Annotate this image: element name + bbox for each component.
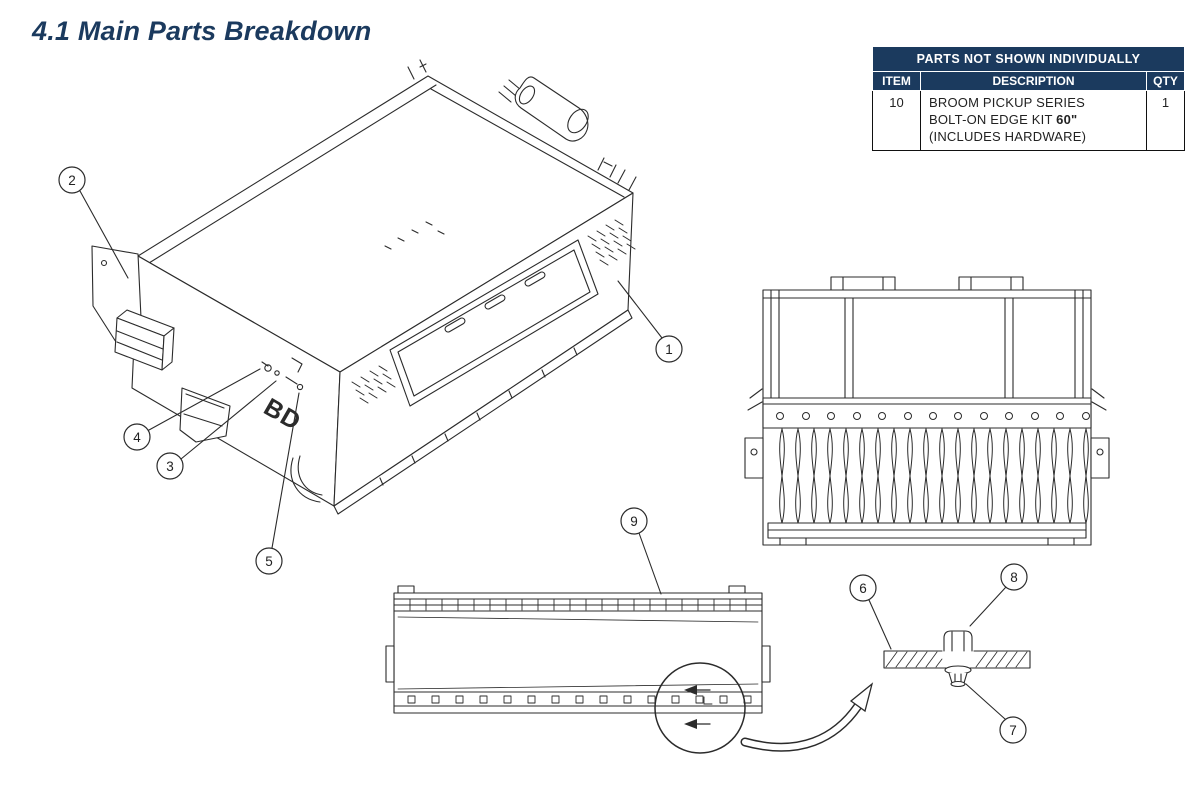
table-title: PARTS NOT SHOWN INDIVIDUALLY <box>872 46 1185 72</box>
plate-hatching <box>885 651 1028 668</box>
callout-2-bubble <box>58 166 86 194</box>
edge-body <box>393 592 763 714</box>
hinge-hardware <box>261 357 304 391</box>
bolt-band <box>762 397 1092 429</box>
description-line2-bold: 60" <box>1056 111 1078 127</box>
detail-zoom-circle <box>654 662 746 754</box>
callout-8: 8 <box>969 563 1028 627</box>
callout-8-bubble <box>1000 563 1028 591</box>
cell-description: BROOM PICKUP SERIES BOLT-ON EDGE KIT 60"… <box>920 90 1147 151</box>
bolt-on-edge-bottom-view-drawing <box>385 585 771 714</box>
cell-qty: 1 <box>1146 90 1185 151</box>
callout-3-number: 3 <box>166 459 174 474</box>
right-tabs <box>597 157 637 191</box>
callout-1: 1 <box>617 280 683 363</box>
callout-3: 3 <box>156 380 277 480</box>
callout-2-number: 2 <box>68 173 76 188</box>
motor-cylinder <box>498 76 589 142</box>
callout-6-bubble <box>849 574 877 602</box>
hook-cutout <box>290 455 323 503</box>
callout-2-leader <box>79 190 129 279</box>
callout-5-leader <box>271 392 300 549</box>
description-line2: BOLT-ON EDGE KIT <box>929 111 1057 127</box>
lifting-lug-right <box>958 276 1024 291</box>
callout-9-leader <box>638 532 662 595</box>
callout-5-bubble <box>255 547 283 575</box>
callout-3-leader <box>180 380 277 460</box>
callout-7-leader <box>965 683 1006 720</box>
side-bracket-right <box>1090 388 1110 479</box>
moldboard-panel <box>389 239 599 407</box>
electrical-box <box>114 309 175 371</box>
callout-6-number: 6 <box>859 581 867 596</box>
callout-7-number: 7 <box>1009 723 1017 738</box>
edge-bolt-heads <box>407 695 752 704</box>
main-assembly-drawing: BD <box>91 59 637 515</box>
callout-5-number: 5 <box>265 554 273 569</box>
callout-7-bubble <box>999 716 1027 744</box>
column-header-description: DESCRIPTION <box>920 71 1147 91</box>
callout-6-leader <box>868 599 892 650</box>
column-header-item: ITEM <box>872 71 921 91</box>
edge-bolt <box>943 630 973 688</box>
rear-tab <box>407 59 427 80</box>
lifting-lug-left <box>830 276 896 291</box>
description-line3: (INCLUDES HARDWARE) <box>929 128 1087 144</box>
callout-2: 2 <box>58 166 129 279</box>
callout-4-number: 4 <box>133 430 141 445</box>
callout-9: 9 <box>620 507 662 595</box>
right-louvers <box>587 219 636 266</box>
callout-5: 5 <box>255 392 300 575</box>
callout-1-leader <box>617 280 663 339</box>
parts-not-shown-table: PARTS NOT SHOWN INDIVIDUALLY ITEM DESCRI… <box>872 46 1185 151</box>
table-row: 10 BROOM PICKUP SERIES BOLT-ON EDGE KIT … <box>872 90 1185 151</box>
column-header-qty: QTY <box>1146 71 1185 91</box>
callout-9-number: 9 <box>630 514 638 529</box>
callout-6: 6 <box>849 574 892 650</box>
edge-bolt-detail-drawing <box>883 630 1031 688</box>
callout-8-leader <box>969 586 1007 627</box>
callout-4-leader <box>148 368 261 431</box>
callout-3-bubble <box>156 452 184 480</box>
broom-front-view-drawing <box>744 276 1110 546</box>
callout-4: 4 <box>123 368 261 451</box>
callout-1-bubble <box>655 335 683 363</box>
front-louvers <box>351 365 396 404</box>
callout-8-number: 8 <box>1010 570 1018 585</box>
cutting-edge-band <box>333 309 633 515</box>
callout-7: 7 <box>965 683 1027 744</box>
callout-1-number: 1 <box>665 342 673 357</box>
cell-item: 10 <box>872 90 921 151</box>
detail-zoom-arrow <box>740 682 874 752</box>
callout-4-bubble <box>123 423 151 451</box>
edge-plate <box>883 650 1031 669</box>
description-line1: BROOM PICKUP SERIES <box>929 95 1085 110</box>
page-title: 4.1 Main Parts Breakdown <box>32 16 372 46</box>
side-bracket-left <box>744 388 764 479</box>
callout-9-bubble <box>620 507 648 535</box>
